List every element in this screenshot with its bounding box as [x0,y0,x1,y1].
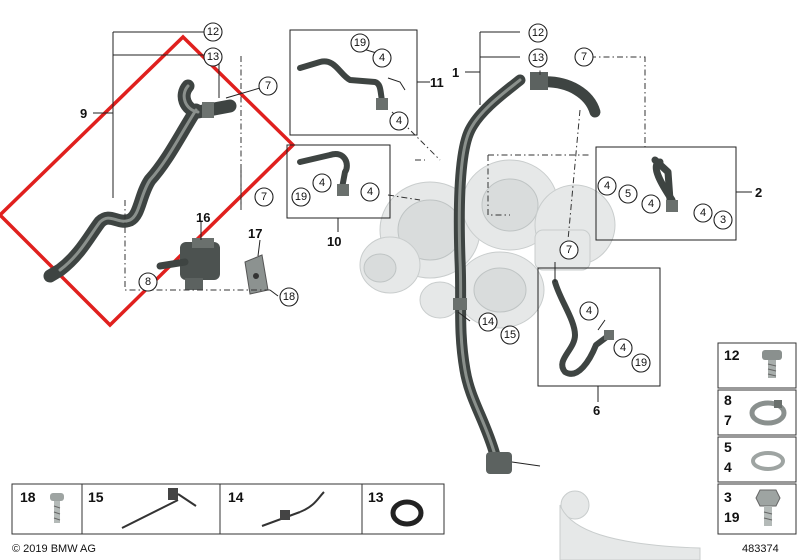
pipe-part-6 [552,279,614,377]
svg-text:3: 3 [720,214,726,226]
svg-text:7: 7 [566,244,572,256]
legend-bottom-3: 13 [368,489,384,505]
callout-4g: 4 [693,203,713,223]
callout-15a: 15 [500,325,520,345]
callout-5a: 5 [618,184,638,204]
callout-4b: 4 [389,111,409,131]
group-frame-2 [595,146,737,241]
leader-lines [93,31,646,331]
svg-text:19: 19 [354,37,366,49]
callout-19a: 19 [350,33,370,53]
callout-7d: 7 [254,187,274,207]
callout-13b: 13 [528,48,548,68]
callout-19b: 19 [291,187,311,207]
legend-right-3-a: 3 [724,489,732,505]
label-9: 9 [80,106,87,121]
callout-18a: 18 [279,287,299,307]
callout-19c: 19 [631,353,651,373]
svg-text:4: 4 [648,198,654,210]
svg-text:7: 7 [265,80,271,92]
o-ring-icon [390,499,424,527]
legend-right-2-a: 5 [724,439,732,455]
legend-right-2-b: 4 [724,459,732,475]
svg-text:13: 13 [207,51,219,63]
svg-text:18: 18 [283,291,295,303]
legend-right-1-a: 8 [724,392,732,408]
hose-clamp-icon [749,400,787,426]
callout-7e: 7 [559,240,579,260]
callout-4a: 4 [372,48,392,68]
svg-text:4: 4 [396,115,402,127]
legend-bottom-0: 18 [20,489,36,505]
seal-ring-icon [751,451,785,471]
diagram-ref: 483374 [742,543,779,555]
banjo-bolt-icon [755,489,781,526]
label-6: 6 [593,403,600,418]
label-17: 17 [248,226,262,241]
pipe-part-11 [297,58,388,110]
clip-icon [261,491,325,527]
label-2: 2 [755,185,762,200]
label-16: 16 [196,210,210,225]
label-11: 11 [430,75,444,90]
hose-part-9 [43,79,237,283]
legend-right: 12 8 7 5 4 3 19 [717,342,797,535]
svg-text:4: 4 [620,342,626,354]
svg-text:12: 12 [532,27,544,39]
svg-text:4: 4 [586,305,592,317]
callout-12b: 12 [528,23,548,43]
svg-text:4: 4 [700,207,706,219]
legend-right-1-b: 7 [724,412,732,428]
hose-part-1 [453,72,601,474]
callout-13a: 13 [203,47,223,67]
callout-4f: 4 [641,194,661,214]
callout-14a: 14 [478,312,498,332]
callout-7a: 7 [258,76,278,96]
legend-bottom: 18 15 14 13 [11,483,445,535]
svg-text:15: 15 [504,329,516,341]
svg-text:4: 4 [379,52,385,64]
bracket-part-17 [244,254,269,295]
callout-4i: 4 [613,338,633,358]
svg-text:7: 7 [581,51,587,63]
svg-text:7: 7 [261,191,267,203]
svg-text:19: 19 [295,191,307,203]
callout-3a: 3 [713,210,733,230]
svg-text:8: 8 [145,276,151,288]
svg-text:13: 13 [532,52,544,64]
svg-text:12: 12 [207,26,219,38]
callout-7c: 7 [574,47,594,67]
copyright: © 2019 BMW AG [12,543,96,555]
cable-tie-icon [121,488,197,529]
svg-text:4: 4 [367,186,373,198]
group-frame-6 [537,267,661,387]
valve-part-16 [156,238,220,290]
legend-right-0-a: 12 [724,347,740,363]
label-1: 1 [452,65,459,80]
legend-right-3-b: 19 [724,509,740,525]
callout-4d: 4 [360,182,380,202]
callout-4e: 4 [597,176,617,196]
svg-text:4: 4 [319,177,325,189]
pipe-part-2 [651,156,678,212]
legend-bottom-2: 14 [228,489,244,505]
callout-12a: 12 [203,22,223,42]
callout-8a: 8 [138,272,158,292]
svg-text:4: 4 [604,180,610,192]
callout-4h: 4 [579,301,599,321]
screw-icon [50,493,64,523]
bolt-icon [762,350,782,378]
label-10: 10 [327,234,341,249]
callout-4c: 4 [312,173,332,193]
svg-text:14: 14 [482,316,494,328]
legend-bottom-1: 15 [88,489,104,505]
pipe-part-10 [297,151,350,196]
svg-text:19: 19 [635,357,647,369]
svg-text:5: 5 [625,188,631,200]
